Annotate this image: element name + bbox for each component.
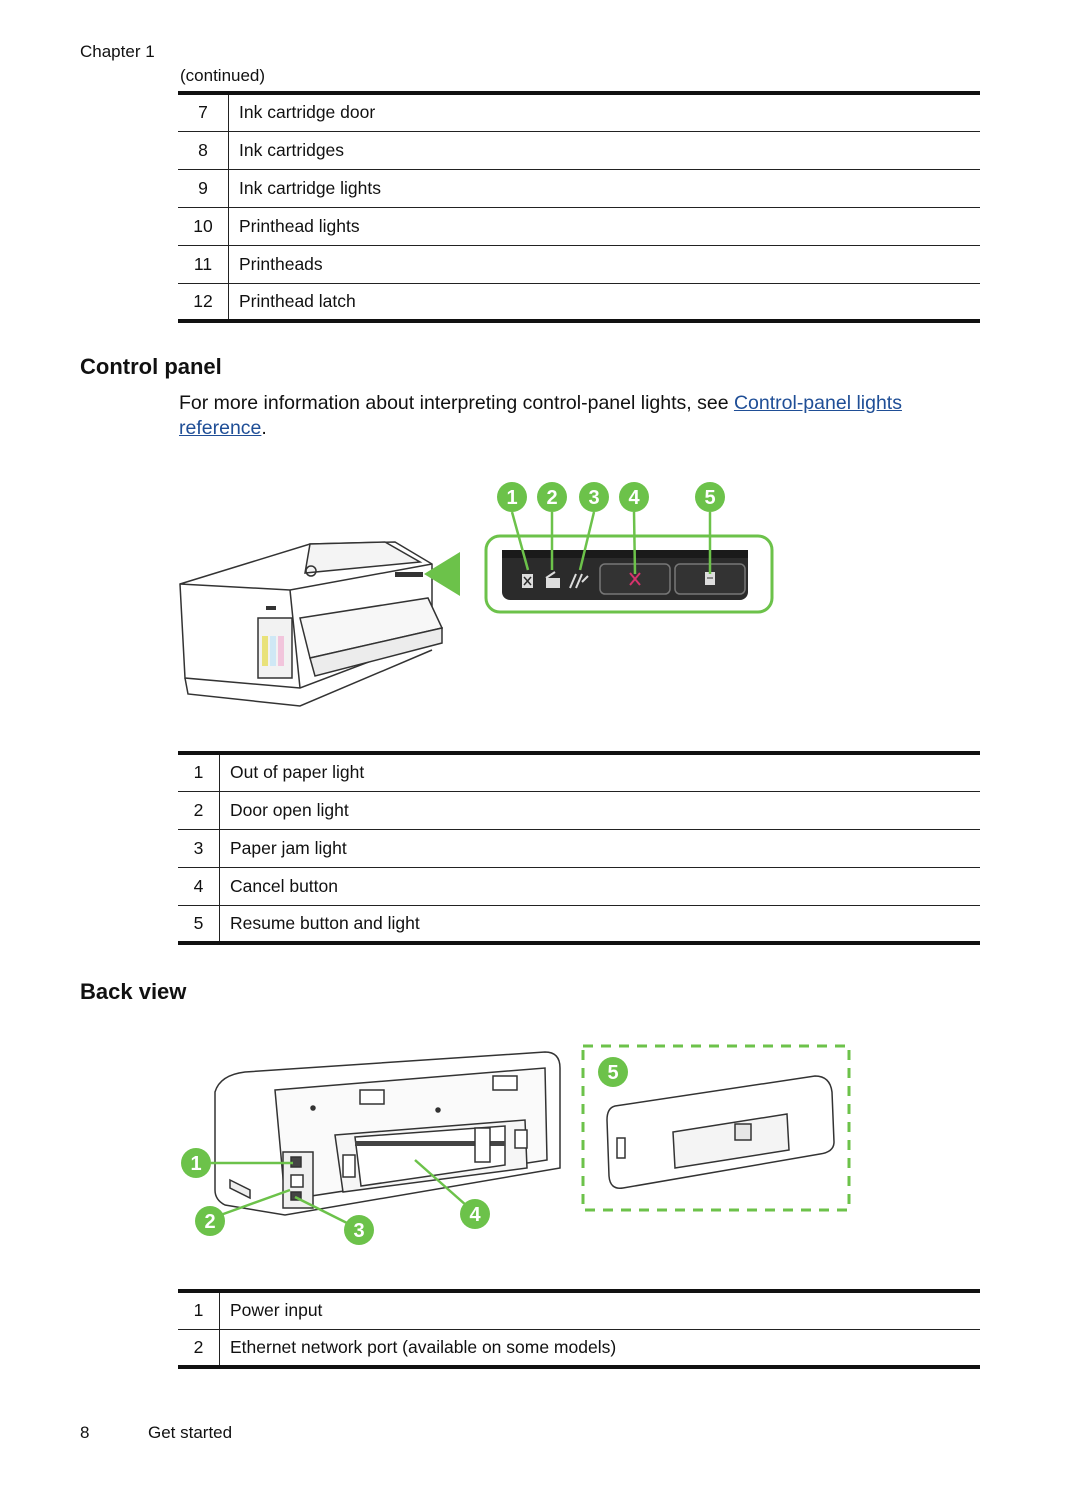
callout-number: 1 [190,1153,201,1175]
row-number: 2 [178,1329,220,1369]
control-panel-heading: Control panel [80,354,222,379]
row-label: Cancel button [219,867,980,906]
printer-back-drawing [214,1051,561,1216]
callout-number: 4 [469,1204,481,1226]
callout-number: 4 [628,487,640,509]
callout-number: 2 [204,1211,215,1233]
row-label: Ethernet network port (available on some… [219,1329,980,1369]
row-label: Ink cartridge door [228,93,980,132]
continued-label: (continued) [180,66,266,85]
callout-number: 3 [353,1220,364,1242]
door-open-icon [545,571,560,588]
callout-number: 1 [506,487,517,509]
footer-section-label: Get started [148,1423,233,1442]
row-number: 12 [178,283,229,323]
cancel-x-icon [629,572,641,586]
printer-drawing [179,541,444,707]
control-panel-lights-link[interactable]: Control-panel lights reference [179,392,902,439]
row-number: 2 [178,791,220,830]
row-number: 1 [178,1291,220,1330]
back-callout-3: 3 [344,1215,374,1245]
row-label: Printhead lights [228,207,980,246]
row-label: Door open light [219,791,980,830]
page-number: 8 [80,1423,90,1442]
row-number: 5 [178,905,220,945]
resume-icon [705,572,715,585]
callout-number: 2 [546,487,557,509]
back-view-illustration: 1 2 3 4 5 [181,1044,851,1245]
row-label: Printhead latch [228,283,980,323]
row-number: 9 [178,169,229,208]
out-of-paper-icon [522,574,533,588]
row-number: 4 [178,867,220,906]
row-label: Printheads [228,245,980,284]
back-callout-5: 5 [598,1057,628,1087]
row-label: Resume button and light [219,905,980,945]
callout-3: 3 [579,482,609,512]
back-callout-2: 2 [195,1206,225,1236]
back-callout-leaders [211,1159,468,1228]
back-callout-1: 1 [181,1148,211,1178]
control-panel-intro: For more information about interpreting … [179,391,969,441]
callout-5: 5 [695,482,725,512]
duplexer-drawing [606,1075,835,1189]
row-label: Power input [219,1291,980,1330]
callout-1: 1 [497,482,527,512]
callout-number: 5 [704,487,715,509]
callout-number: 5 [607,1062,618,1084]
chapter-header: Chapter 1 [80,42,155,61]
callout-leaders [510,511,712,575]
row-number: 1 [178,753,220,792]
callout-4: 4 [619,482,649,512]
row-label: Paper jam light [219,829,980,868]
back-callout-4: 4 [460,1199,490,1229]
row-number: 3 [178,829,220,868]
row-label: Ink cartridges [228,131,980,170]
row-number: 8 [178,131,229,170]
duplexer-dashed-frame [581,1044,851,1212]
row-number: 11 [178,245,229,284]
back-view-heading: Back view [80,979,187,1004]
row-number: 7 [178,93,229,132]
control-panel-illustration: 1 2 3 4 5 [179,482,774,707]
callout-number: 3 [588,487,599,509]
row-number: 10 [178,207,229,246]
row-label: Out of paper light [219,753,980,792]
intro-period: . [261,417,267,439]
callout-2: 2 [537,482,567,512]
intro-text: For more information about interpreting … [179,392,734,414]
row-label: Ink cartridge lights [228,169,980,208]
paper-jam-icon [569,573,589,589]
panel-zoom-callout [424,534,774,614]
